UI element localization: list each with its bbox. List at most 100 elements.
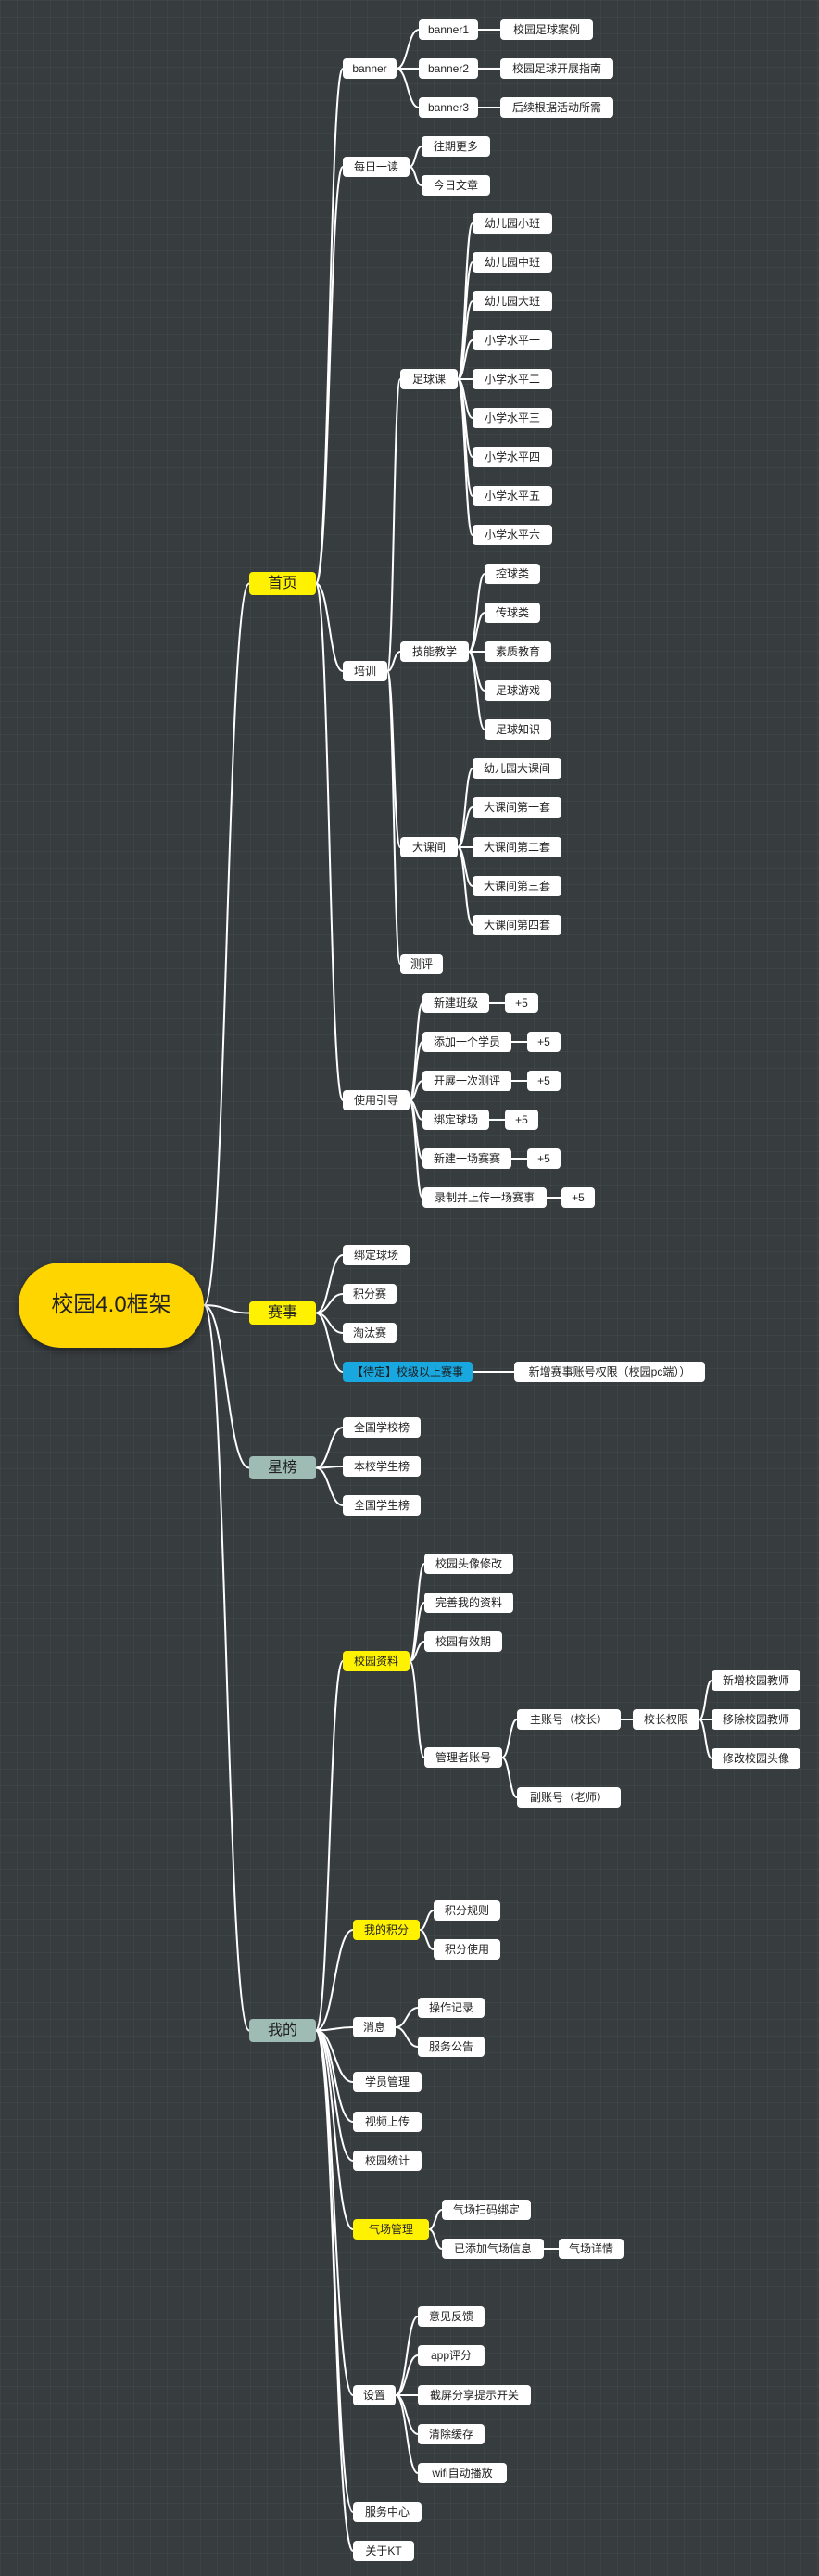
students-node[interactable]: 学员管理 [353, 2072, 422, 2092]
guide-node[interactable]: 使用引导 [343, 1090, 410, 1110]
guide-item[interactable]: 新建一场赛赛 [422, 1148, 511, 1169]
sub-account-node[interactable]: 副账号（老师） [517, 1787, 621, 1808]
stars-item[interactable]: 全国学生榜 [343, 1495, 421, 1516]
daily-more-node[interactable]: 往期更多 [422, 136, 490, 157]
field-node[interactable]: 气场管理 [353, 2219, 429, 2240]
guide-item[interactable]: 绑定球场 [422, 1110, 489, 1130]
settings-item[interactable]: wifi自动播放 [418, 2463, 507, 2483]
connector-line [468, 651, 485, 730]
banner1-detail[interactable]: 校园足球案例 [500, 19, 593, 40]
settings-item[interactable]: 截屏分享提示开关 [418, 2385, 531, 2405]
connector-line [428, 2228, 443, 2250]
course-item[interactable]: 幼儿园小班 [472, 213, 552, 234]
guide-item[interactable]: 开展一次测评 [422, 1071, 511, 1091]
profile-item[interactable]: 校园头像修改 [424, 1554, 513, 1574]
banner2-node[interactable]: banner2 [419, 58, 478, 79]
perm-item[interactable]: 移除校园教师 [712, 1709, 800, 1730]
points-node[interactable]: 我的积分 [353, 1920, 420, 1940]
connector-line [315, 1312, 344, 1373]
match-item[interactable]: 绑定球场 [343, 1245, 410, 1265]
points-item[interactable]: 积分规则 [434, 1900, 500, 1921]
course-item[interactable]: 幼儿园大班 [472, 291, 552, 311]
break-item[interactable]: 大课间第一套 [472, 797, 561, 818]
profile-item[interactable]: 校园有效期 [424, 1631, 502, 1652]
connector-line [386, 670, 401, 965]
skills-item[interactable]: 控球类 [485, 564, 540, 584]
reward-badge[interactable]: +5 [561, 1187, 595, 1208]
stars-item[interactable]: 本校学生榜 [343, 1456, 421, 1477]
field-item[interactable]: 气场扫码绑定 [442, 2200, 531, 2220]
principal-perm-node[interactable]: 校长权限 [633, 1709, 699, 1730]
course-item[interactable]: 小学水平五 [472, 486, 552, 506]
daily-today-node[interactable]: 今日文章 [422, 175, 490, 196]
skills-item[interactable]: 足球知识 [485, 719, 551, 740]
course-item[interactable]: 小学水平二 [472, 369, 552, 389]
admin-account-node[interactable]: 管理者账号 [424, 1747, 502, 1768]
profile-item[interactable]: 完善我的资料 [424, 1593, 513, 1613]
settings-item[interactable]: 意见反馈 [418, 2306, 485, 2327]
training-node[interactable]: 培训 [343, 661, 387, 681]
guide-item[interactable]: 新建班级 [422, 993, 489, 1013]
break-item[interactable]: 幼儿园大课间 [472, 758, 561, 779]
settings-node[interactable]: 设置 [353, 2385, 396, 2405]
banner2-detail[interactable]: 校园足球开展指南 [500, 58, 613, 79]
video-node[interactable]: 视频上传 [353, 2112, 422, 2132]
perm-item[interactable]: 新增校园教师 [712, 1670, 800, 1691]
branch-home[interactable]: 首页 [249, 572, 316, 595]
stars-item[interactable]: 全国学校榜 [343, 1417, 421, 1438]
field-item[interactable]: 已添加气场信息 [442, 2239, 544, 2259]
profile-node[interactable]: 校园资料 [343, 1651, 410, 1671]
connector-line [203, 1304, 250, 1469]
banner1-node[interactable]: banner1 [419, 19, 478, 40]
course-item[interactable]: 小学水平三 [472, 408, 552, 428]
about-node[interactable]: 关于KT [353, 2541, 414, 2561]
reward-badge[interactable]: +5 [505, 993, 538, 1013]
connector-line [457, 806, 473, 848]
skills-item[interactable]: 素质教育 [485, 641, 551, 662]
match-pending-node[interactable]: 【待定】校级以上赛事 [343, 1362, 472, 1382]
points-item[interactable]: 积分使用 [434, 1939, 500, 1960]
reward-badge[interactable]: +5 [527, 1071, 561, 1091]
skills-item[interactable]: 传球类 [485, 603, 540, 623]
course-node[interactable]: 足球课 [400, 369, 458, 389]
messages-node[interactable]: 消息 [353, 2017, 396, 2037]
break-item[interactable]: 大课间第三套 [472, 876, 561, 896]
messages-item[interactable]: 操作记录 [418, 1998, 485, 2018]
main-account-node[interactable]: 主账号（校长） [517, 1709, 621, 1730]
banner3-node[interactable]: banner3 [419, 97, 478, 118]
stats-node[interactable]: 校园统计 [353, 2151, 422, 2171]
banner3-detail[interactable]: 后续根据活动所需 [500, 97, 613, 118]
banner-node[interactable]: banner [343, 58, 397, 79]
reward-badge[interactable]: +5 [527, 1032, 561, 1052]
match-pending-detail[interactable]: 新增赛事账号权限（校园pc端）） [514, 1362, 705, 1382]
perm-item[interactable]: 修改校园头像 [712, 1748, 800, 1769]
settings-item[interactable]: app评分 [418, 2345, 485, 2366]
daily-read-node[interactable]: 每日一读 [343, 157, 410, 177]
guide-item[interactable]: 添加一个学员 [422, 1032, 511, 1052]
assess-node[interactable]: 测评 [400, 954, 443, 974]
reward-badge[interactable]: +5 [505, 1110, 538, 1130]
connector-line [468, 573, 485, 653]
course-item[interactable]: 小学水平四 [472, 447, 552, 467]
course-item[interactable]: 小学水平一 [472, 330, 552, 350]
branch-mine[interactable]: 我的 [249, 2019, 316, 2042]
settings-item[interactable]: 清除缓存 [418, 2424, 485, 2444]
connector-line [315, 582, 344, 672]
branch-match[interactable]: 赛事 [249, 1301, 316, 1325]
skills-node[interactable]: 技能教学 [400, 641, 469, 662]
break-item[interactable]: 大课间第二套 [472, 837, 561, 857]
service-node[interactable]: 服务中心 [353, 2502, 422, 2522]
branch-stars[interactable]: 星榜 [249, 1456, 316, 1479]
skills-item[interactable]: 足球游戏 [485, 680, 551, 701]
course-item[interactable]: 幼儿园中班 [472, 252, 552, 273]
break-item[interactable]: 大课间第四套 [472, 915, 561, 935]
match-item[interactable]: 积分赛 [343, 1284, 397, 1304]
guide-item[interactable]: 录制并上传一场赛事 [422, 1187, 547, 1208]
match-item[interactable]: 淘汰赛 [343, 1323, 397, 1343]
field-detail-node[interactable]: 气场详情 [559, 2239, 624, 2259]
course-item[interactable]: 小学水平六 [472, 525, 552, 545]
reward-badge[interactable]: +5 [527, 1148, 561, 1169]
break-node[interactable]: 大课间 [400, 837, 458, 857]
root-node[interactable]: 校园4.0框架 [19, 1263, 204, 1348]
messages-item[interactable]: 服务公告 [418, 2037, 485, 2057]
